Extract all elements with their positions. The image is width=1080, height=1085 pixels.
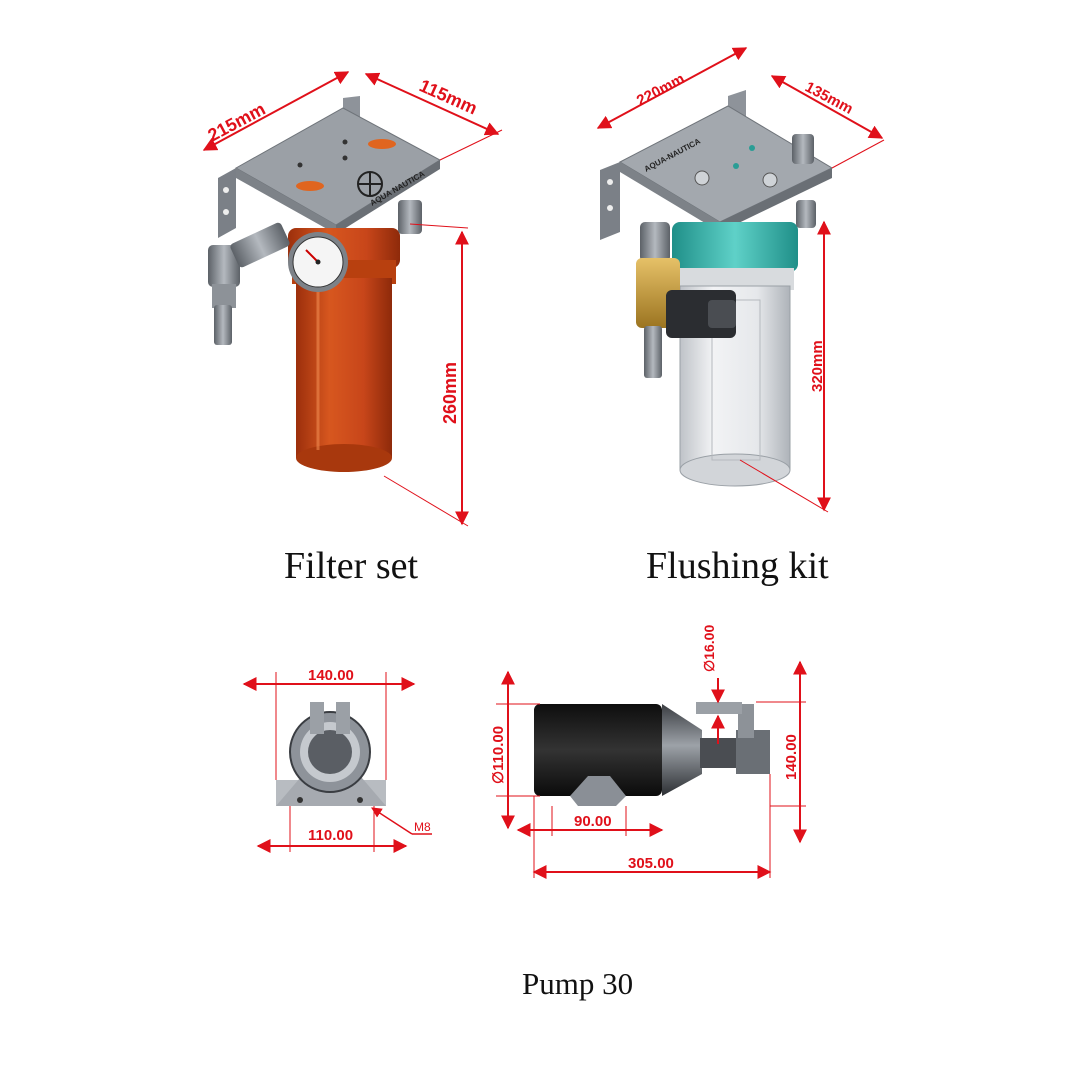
pump-outlet-label: ∅16.00 bbox=[701, 625, 717, 672]
filter-plate-edge bbox=[236, 168, 336, 234]
flush-plate-edge bbox=[720, 168, 832, 232]
flush-housing-ribs bbox=[676, 268, 794, 290]
plate-hole-icon bbox=[749, 145, 755, 151]
pump-front-port bbox=[310, 702, 324, 734]
pump-front-core bbox=[308, 730, 352, 774]
pump-diameter-label: ∅110.00 bbox=[490, 726, 507, 784]
filter-housing-body bbox=[296, 278, 392, 458]
inlet-hose-barb bbox=[214, 305, 232, 345]
flush-plate-edge bbox=[620, 162, 720, 232]
inlet-pipe bbox=[230, 222, 290, 268]
pump-outlet-barb bbox=[696, 702, 742, 714]
pump-caption: Pump 30 bbox=[522, 966, 634, 1001]
plate-hole-icon bbox=[297, 162, 303, 168]
flush-housing-bottom bbox=[679, 453, 791, 487]
pump-front-view: 140.00 110.00 M8 bbox=[242, 667, 432, 853]
extension-line bbox=[439, 129, 503, 161]
filter-width-label: 215mm bbox=[204, 99, 268, 146]
solenoid-cap bbox=[708, 300, 736, 328]
flush-wall-bracket bbox=[600, 162, 620, 240]
filter-width-dimension-line bbox=[202, 71, 350, 151]
filter-wall-bracket bbox=[218, 168, 236, 238]
extension-line bbox=[383, 475, 469, 527]
thread-label: M8 bbox=[414, 820, 431, 834]
bracket-hole-icon bbox=[607, 179, 613, 185]
filter-depth-dimension-line bbox=[364, 72, 500, 136]
flush-outlet-fitting bbox=[792, 134, 814, 164]
thread-leader-line bbox=[371, 807, 413, 835]
pressure-gauge-icon bbox=[288, 232, 348, 292]
extension-line bbox=[409, 223, 469, 229]
filter-height-label: 260mm bbox=[440, 362, 460, 424]
outlet-fitting bbox=[398, 200, 422, 234]
pump-base-holes-label: 110.00 bbox=[308, 827, 353, 844]
flush-teal-ring bbox=[672, 222, 798, 272]
pump-height-label: 140.00 bbox=[783, 734, 800, 780]
plate-hole-icon bbox=[342, 139, 348, 145]
helm-logo-icon bbox=[357, 171, 383, 197]
filter-housing-bottom bbox=[296, 444, 392, 472]
filter-set-drawing: AQUA NAUTICA 215mm 115mm 260mm bbox=[202, 71, 503, 527]
flush-height-label: 320mm bbox=[809, 340, 826, 392]
flush-screw-icon bbox=[694, 170, 710, 186]
pump-front-width-label: 140.00 bbox=[308, 667, 354, 684]
pump-foot-label: 90.00 bbox=[574, 813, 612, 830]
flush-width-dimension-line bbox=[596, 47, 748, 129]
mount-hole-icon bbox=[297, 797, 303, 803]
pump-side-view: ∅110.00 ∅16.00 140.00 90.00 305.00 bbox=[490, 625, 807, 879]
flush-screw-icon bbox=[762, 172, 778, 188]
pump-front-port bbox=[336, 702, 350, 734]
filter-set-caption: Filter set bbox=[284, 545, 419, 587]
bracket-hole-icon bbox=[223, 209, 229, 215]
bracket-hole-icon bbox=[607, 205, 613, 211]
flushing-kit-caption: Flushing kit bbox=[646, 545, 829, 587]
flushing-kit-drawing: AQUA-NAUTICA 220mm 135mm 320mm bbox=[596, 47, 885, 513]
extension-line bbox=[831, 139, 885, 169]
filter-slot-icon bbox=[368, 139, 396, 149]
filter-plate-edge bbox=[336, 160, 440, 234]
flush-hose-barb bbox=[644, 326, 662, 378]
flush-depth-dimension-line bbox=[770, 75, 884, 139]
bracket-hole-icon bbox=[223, 187, 229, 193]
pump-length-label: 305.00 bbox=[628, 855, 674, 872]
pump-motor-body bbox=[534, 704, 662, 796]
mount-hole-icon bbox=[357, 797, 363, 803]
plate-hole-icon bbox=[733, 163, 739, 169]
pump-side-foot bbox=[570, 776, 626, 806]
pump-head bbox=[700, 738, 740, 768]
plate-hole-icon bbox=[342, 155, 348, 161]
extension-line bbox=[739, 459, 829, 513]
inlet-elbow bbox=[208, 245, 240, 287]
flush-outlet-fitting bbox=[796, 200, 816, 228]
flush-inlet-elbow bbox=[640, 222, 670, 262]
filter-slot-icon bbox=[296, 181, 324, 191]
pump-motor-cone bbox=[662, 704, 702, 796]
inlet-nut bbox=[212, 284, 236, 308]
flush-width-label: 220mm bbox=[634, 70, 688, 109]
